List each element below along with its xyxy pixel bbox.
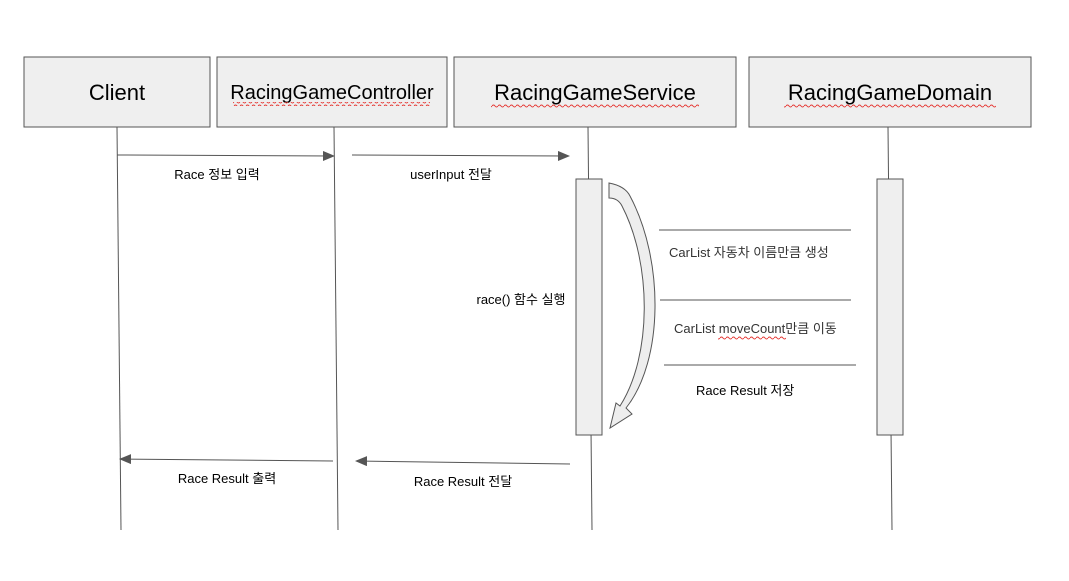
race-call-curved-arrow	[608, 182, 656, 430]
arrow-service-to-controller	[355, 456, 571, 467]
controller-lifeline	[333, 126, 339, 531]
spellcheck-underline	[718, 336, 786, 340]
actor-client-label: Client	[89, 80, 145, 105]
label-result-forward: Race Result 전달	[414, 474, 512, 489]
note-save-result: Race Result 저장	[696, 383, 794, 398]
note-move-suffix: 만큼 이동	[785, 321, 836, 336]
spellcheck-underline	[233, 102, 430, 106]
actor-service-label: RacingGameService	[494, 80, 696, 105]
label-userinput-forward: userInput 전달	[410, 167, 492, 182]
note-move-count: moveCount	[719, 321, 786, 336]
actor-domain: RacingGameDomain	[748, 56, 1032, 128]
actor-client: Client	[23, 56, 211, 128]
label-race-call: race() 함수 실행	[476, 292, 565, 307]
actor-controller: RacingGameController	[216, 56, 448, 128]
arrow-client-to-controller	[116, 150, 335, 161]
actor-controller-label: RacingGameController	[230, 82, 434, 104]
note-move-prefix: CarList	[674, 321, 719, 336]
client-lifeline	[116, 126, 122, 531]
note-move-cars: CarList moveCount만큼 이동	[674, 321, 837, 336]
label-race-input: Race 정보 입력	[174, 167, 259, 182]
arrow-controller-to-service	[351, 150, 570, 161]
spellcheck-underline	[491, 104, 699, 108]
label-result-output: Race Result 출력	[178, 471, 276, 486]
actor-service: RacingGameService	[453, 56, 737, 128]
actor-domain-label: RacingGameDomain	[788, 80, 992, 105]
note-create-cars: CarList 자동차 이름만큼 생성	[669, 245, 829, 260]
domain-activation-bar	[876, 178, 904, 436]
spellcheck-underline	[784, 104, 996, 108]
service-activation-bar	[575, 178, 603, 436]
arrow-controller-to-client	[119, 454, 334, 465]
